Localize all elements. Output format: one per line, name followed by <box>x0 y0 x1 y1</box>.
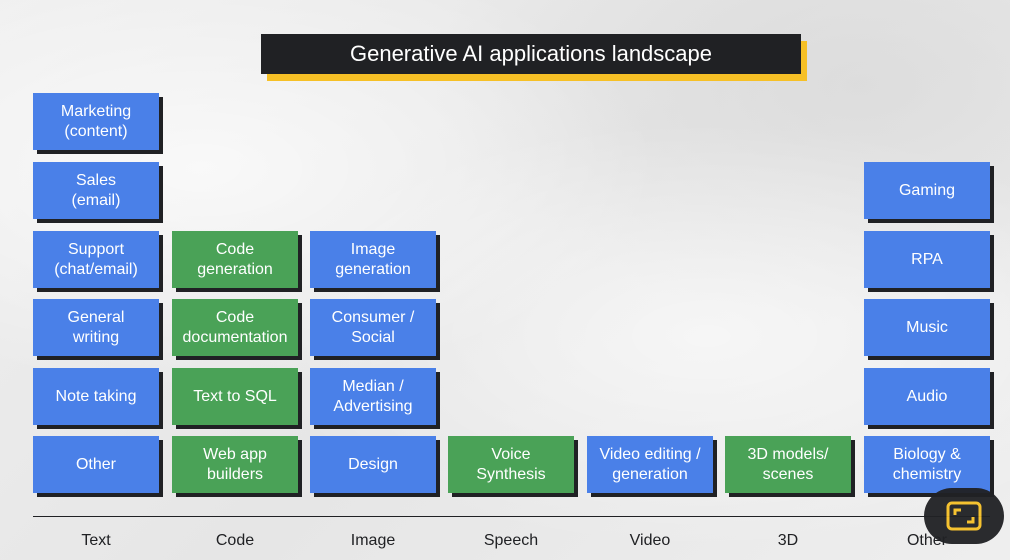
tile-video-editing: Video editing / generation <box>587 436 713 493</box>
axis-line <box>33 516 990 517</box>
tile-support: Support (chat/email) <box>33 231 159 288</box>
fullscreen-icon <box>946 501 982 531</box>
tile-image-generation: Image generation <box>310 231 436 288</box>
tile-audio: Audio <box>864 368 990 425</box>
tile-music: Music <box>864 299 990 356</box>
tile-sales: Sales (email) <box>33 162 159 219</box>
tile-note-taking: Note taking <box>33 368 159 425</box>
tile-design: Design <box>310 436 436 493</box>
tile-biology-chemistry: Biology & chemistry <box>864 436 990 493</box>
category-label-image: Image <box>350 532 396 549</box>
tile-code-generation: Code generation <box>172 231 298 288</box>
tile-general-writing: General writing <box>33 299 159 356</box>
tile-code-documentation: Code documentation <box>172 299 298 356</box>
tile-web-app-builders: Web app builders <box>172 436 298 493</box>
category-label-3d: 3D <box>777 532 799 549</box>
tile-text-other: Other <box>33 436 159 493</box>
title-banner: Generative AI applications landscape <box>261 34 807 81</box>
category-label-video: Video <box>629 532 671 549</box>
page-title: Generative AI applications landscape <box>261 34 801 74</box>
category-label-code: Code <box>215 532 255 549</box>
tile-text-to-sql: Text to SQL <box>172 368 298 425</box>
tile-median-advertising: Median / Advertising <box>310 368 436 425</box>
tile-marketing: Marketing (content) <box>33 93 159 150</box>
tile-3d-models: 3D models/ scenes <box>725 436 851 493</box>
category-label-text: Text <box>81 532 111 549</box>
tile-rpa: RPA <box>864 231 990 288</box>
category-label-speech: Speech <box>483 532 539 549</box>
tile-voice-synthesis: Voice Synthesis <box>448 436 574 493</box>
fullscreen-button[interactable] <box>924 488 1004 544</box>
tile-consumer-social: Consumer / Social <box>310 299 436 356</box>
tile-gaming: Gaming <box>864 162 990 219</box>
